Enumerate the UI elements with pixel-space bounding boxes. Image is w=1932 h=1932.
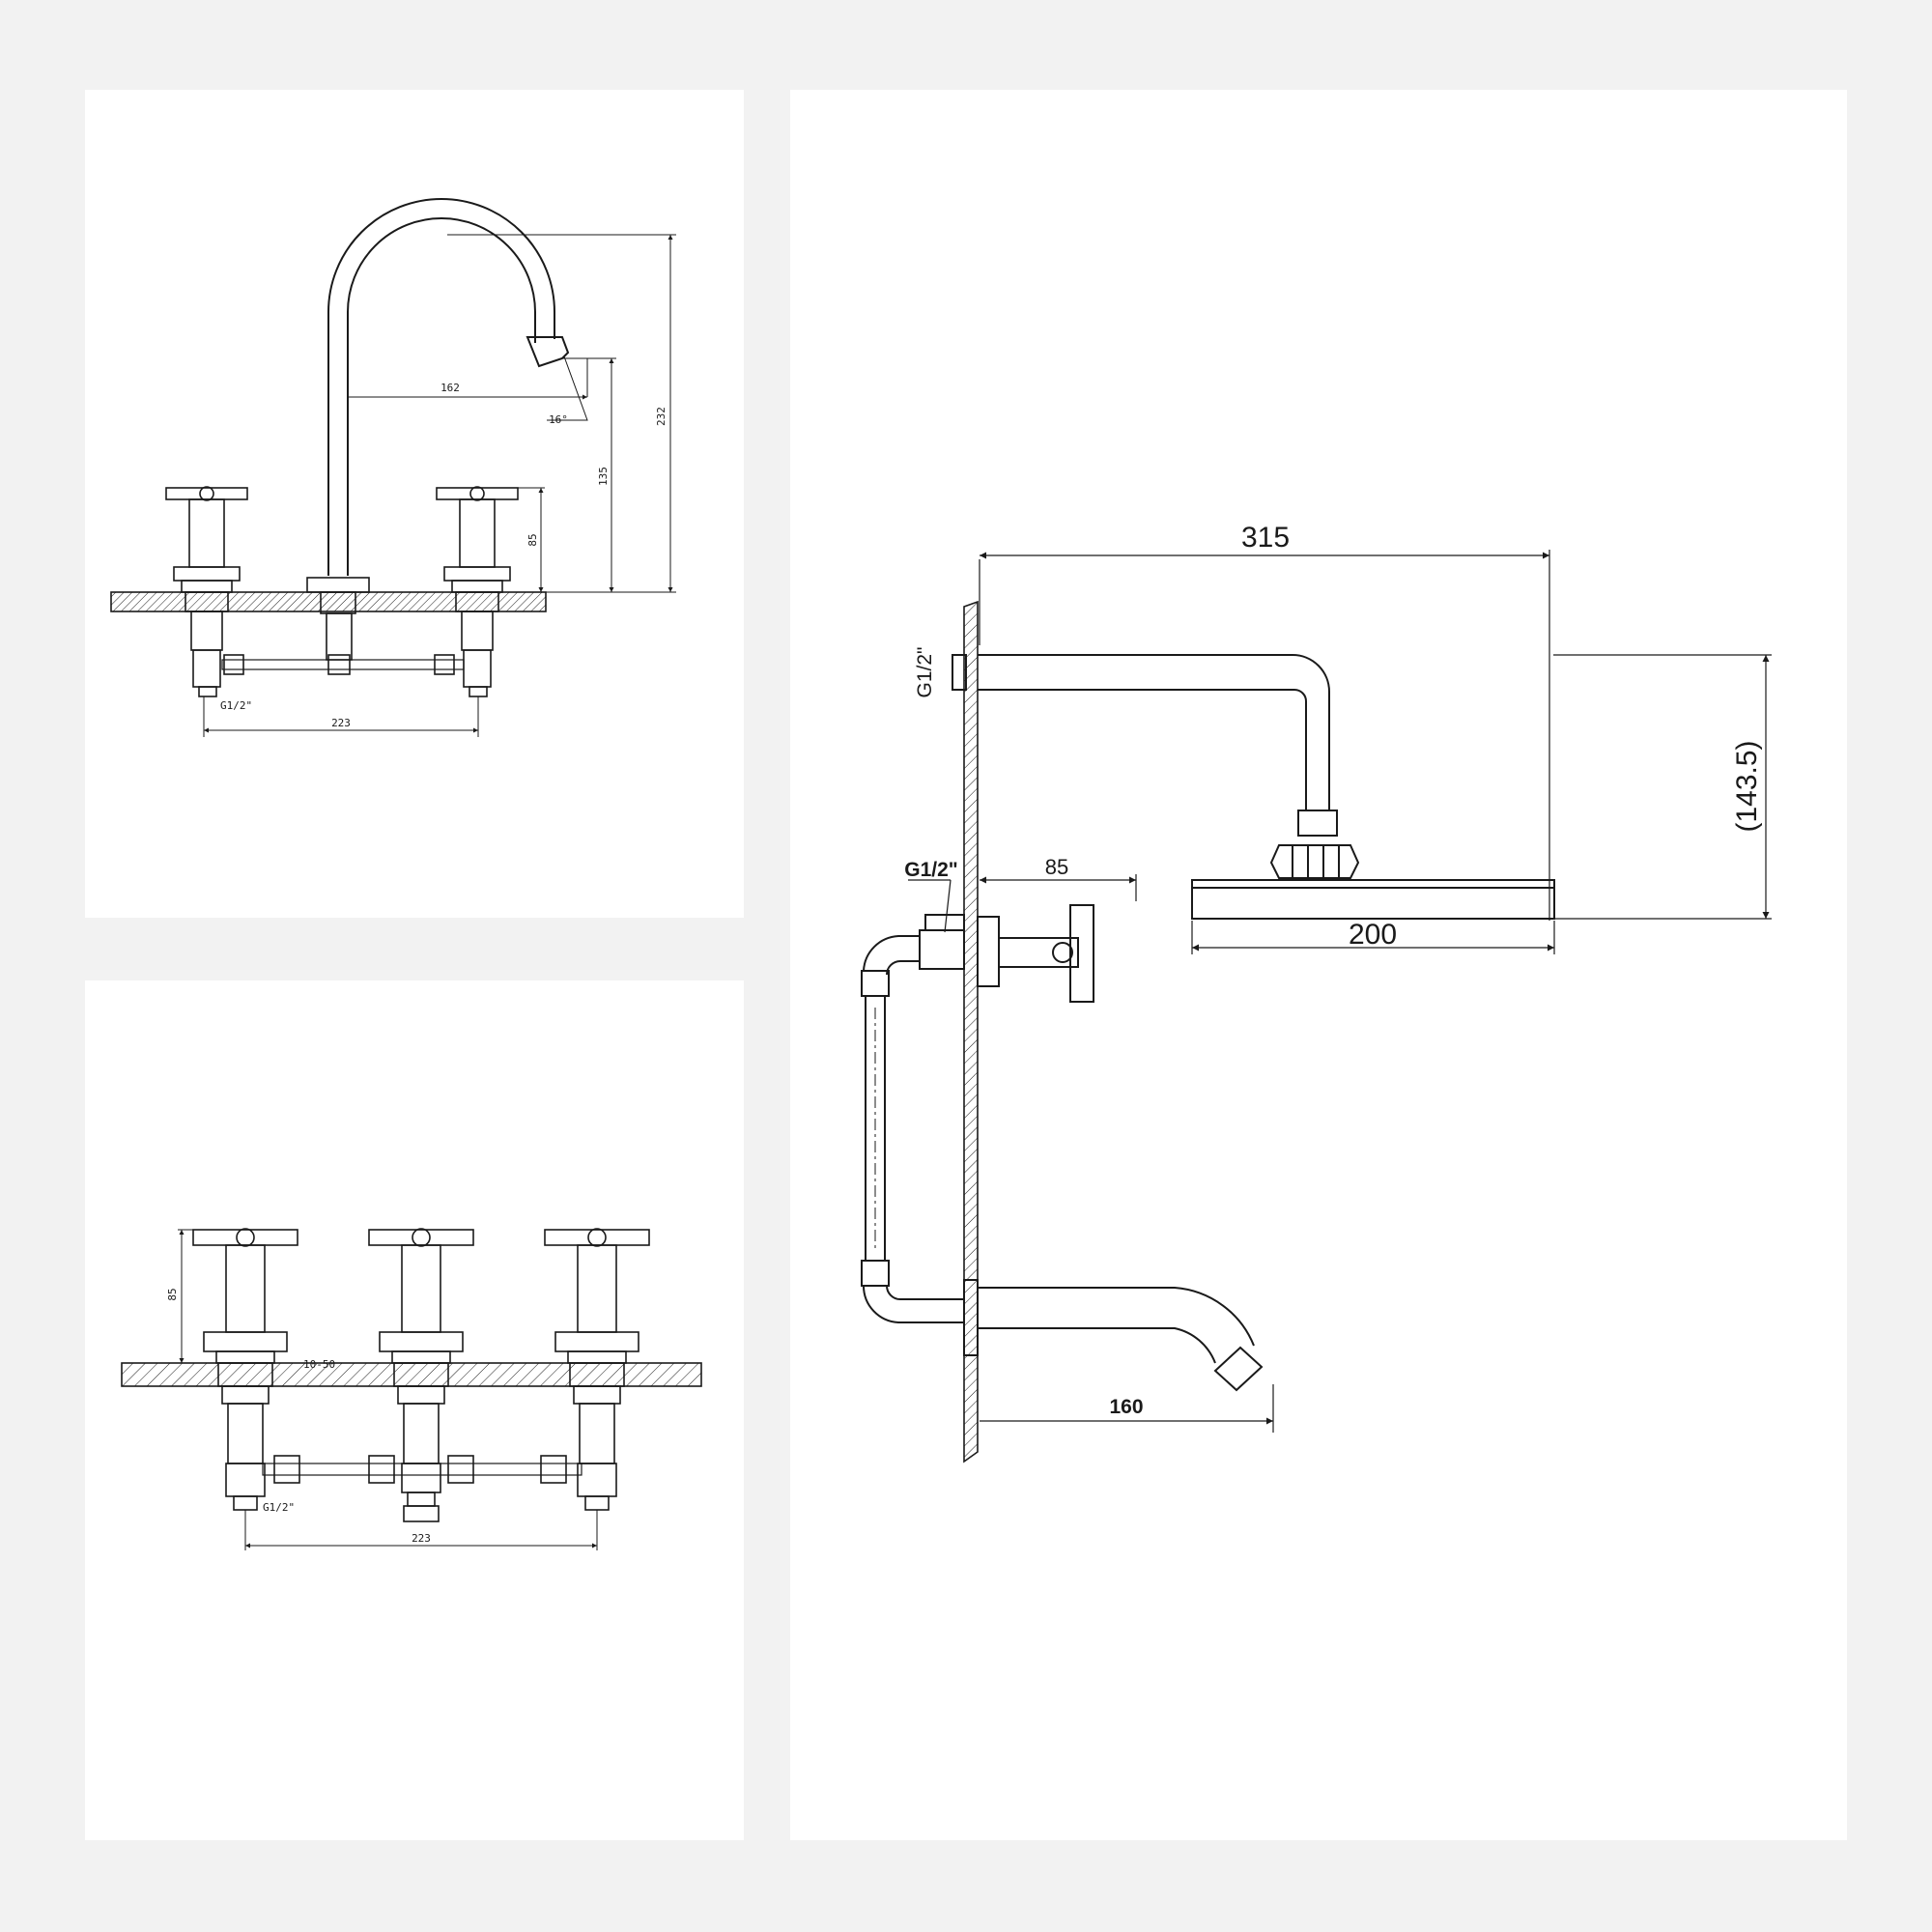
valve-thread-size-label: G1/2" xyxy=(904,859,957,881)
handle-height-dimension-label: 85 xyxy=(526,533,539,546)
valve-depth-dimension-label: 85 xyxy=(1045,855,1068,879)
three-valve-elevation-panel: 85 10-50 G1/2" 223 xyxy=(85,980,744,1840)
arm-drop-dimension-label: (143.5) xyxy=(1731,740,1763,832)
spout-reach-dimension-label: 160 xyxy=(1109,1396,1143,1418)
deck-surface xyxy=(110,591,547,612)
basin-mixer-elevation-panel: 162 16° 232 135 85 G1/2" 223 xyxy=(85,90,744,918)
deck-thickness-label: 10-50 xyxy=(303,1358,335,1371)
basin-mixer-elevation-drawing: 162 16° 232 135 85 G1/2" 223 xyxy=(110,198,676,737)
overall-height-dimension-label: 232 xyxy=(655,407,668,426)
three-valve-elevation-drawing: 85 10-50 G1/2" 223 xyxy=(121,1228,702,1550)
spread-dimension-label: 223 xyxy=(412,1532,431,1545)
deck-surface xyxy=(121,1362,702,1387)
handle-height-dimension-label: 85 xyxy=(166,1288,179,1300)
head-width-dimension-label: 200 xyxy=(1349,919,1397,951)
reach-dimension-label: 162 xyxy=(440,382,460,394)
thread-size-label: G1/2" xyxy=(220,699,252,712)
angle-dimension-label: 16° xyxy=(549,413,568,426)
arm-length-dimension-label: 315 xyxy=(1241,522,1290,554)
spread-dimension-label: 223 xyxy=(331,717,351,729)
arm-thread-size-label: G1/2" xyxy=(914,647,936,698)
outlet-height-dimension-label: 135 xyxy=(597,467,610,486)
shower-set-side-view-drawing: 315 G1/2" (143.5) 200 G1/2" 85 160 xyxy=(861,522,1772,1463)
shower-set-side-view-panel: 315 G1/2" (143.5) 200 G1/2" 85 160 xyxy=(790,90,1847,1840)
wall-section xyxy=(963,600,979,1463)
thread-size-label: G1/2" xyxy=(263,1501,295,1514)
